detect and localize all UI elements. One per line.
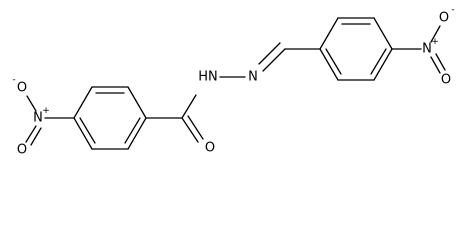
oxygen-atom-label: O — [441, 73, 451, 88]
bond — [127, 86, 147, 119]
bond — [262, 48, 286, 72]
bond — [30, 127, 42, 146]
bond — [181, 117, 199, 143]
bond — [73, 117, 93, 150]
oxygen-atom-label: O — [17, 81, 27, 96]
bond — [370, 48, 387, 75]
bond — [430, 56, 441, 74]
bond — [25, 125, 37, 143]
left-nitro-bonds — [25, 95, 75, 146]
bond — [26, 95, 37, 112]
right-benzene-ring — [319, 17, 393, 81]
atom-labels: O - N + O O HN N N + O - O — [12, 5, 454, 157]
nitrogen-atom-label: N — [248, 70, 258, 85]
hydrazide-bonds — [145, 42, 321, 143]
oxygen-atom-label: O — [17, 143, 27, 158]
positive-charge: + — [431, 37, 439, 47]
nitrogen-atom-label: N — [422, 42, 432, 57]
bond — [430, 25, 441, 43]
bond — [73, 86, 93, 119]
positive-charge: + — [42, 106, 50, 116]
bond — [127, 117, 147, 150]
bond — [187, 115, 204, 140]
bond — [258, 42, 281, 65]
bond — [435, 53, 446, 71]
left-benzene-ring — [73, 86, 147, 150]
negative-charge: - — [12, 75, 15, 85]
oxygen-atom-label: O — [439, 11, 449, 26]
oxygen-atom-label: O — [205, 141, 215, 156]
bond — [319, 17, 339, 50]
bond — [79, 117, 96, 144]
nitrogen-atom-label: N — [33, 111, 43, 126]
bond — [181, 94, 197, 119]
bond — [373, 48, 393, 81]
bond — [319, 48, 339, 81]
negative-charge: - — [451, 5, 454, 15]
right-nitro-bonds — [391, 25, 446, 74]
nh-group-label: HN — [198, 70, 218, 85]
bond — [373, 17, 393, 50]
molecule-structure: O - N + O O HN N N + O - O — [12, 5, 454, 157]
bond — [325, 48, 342, 75]
bond — [124, 117, 141, 144]
